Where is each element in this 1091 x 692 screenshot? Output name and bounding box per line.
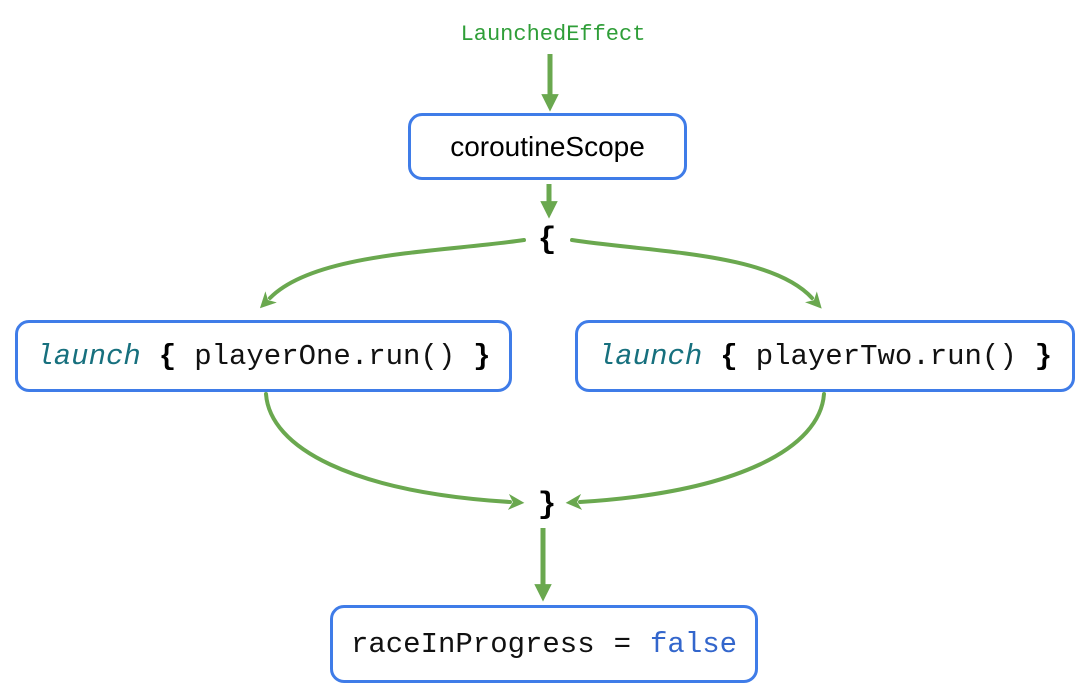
open-brace: { bbox=[720, 339, 738, 373]
arrow-open-brace-to-player-one bbox=[259, 238, 526, 309]
open-brace: { bbox=[158, 339, 177, 373]
player-two-launch-box: launch { playerTwo.run() } bbox=[575, 320, 1075, 392]
launched-effect-label: LaunchedEffect bbox=[460, 22, 646, 47]
race-in-progress-box: raceInProgress = false bbox=[330, 605, 758, 683]
coroutine-scope-box: coroutineScope bbox=[408, 113, 687, 180]
close-brace: } bbox=[473, 339, 491, 373]
launch-keyword: launch bbox=[36, 339, 141, 373]
coroutine-scope-label: coroutineScope bbox=[450, 130, 645, 162]
arrow-open-brace-to-player-two bbox=[570, 238, 822, 309]
result-variable: raceInProgress bbox=[350, 627, 595, 661]
arrow-player-one-to-close-brace bbox=[264, 392, 525, 510]
player-two-call: playerTwo.run() bbox=[755, 339, 1017, 373]
player-one-call: playerOne.run() bbox=[194, 339, 456, 373]
player-one-launch-box: launch { playerOne.run() } bbox=[15, 320, 512, 392]
close-brace: } bbox=[1034, 339, 1053, 373]
launch-keyword: launch bbox=[597, 339, 703, 373]
equals-operator: = bbox=[613, 627, 632, 661]
scope-open-brace: { bbox=[537, 222, 557, 258]
scope-close-brace: } bbox=[537, 487, 557, 523]
result-value: false bbox=[650, 627, 738, 661]
arrow-player-two-to-close-brace bbox=[565, 392, 826, 510]
